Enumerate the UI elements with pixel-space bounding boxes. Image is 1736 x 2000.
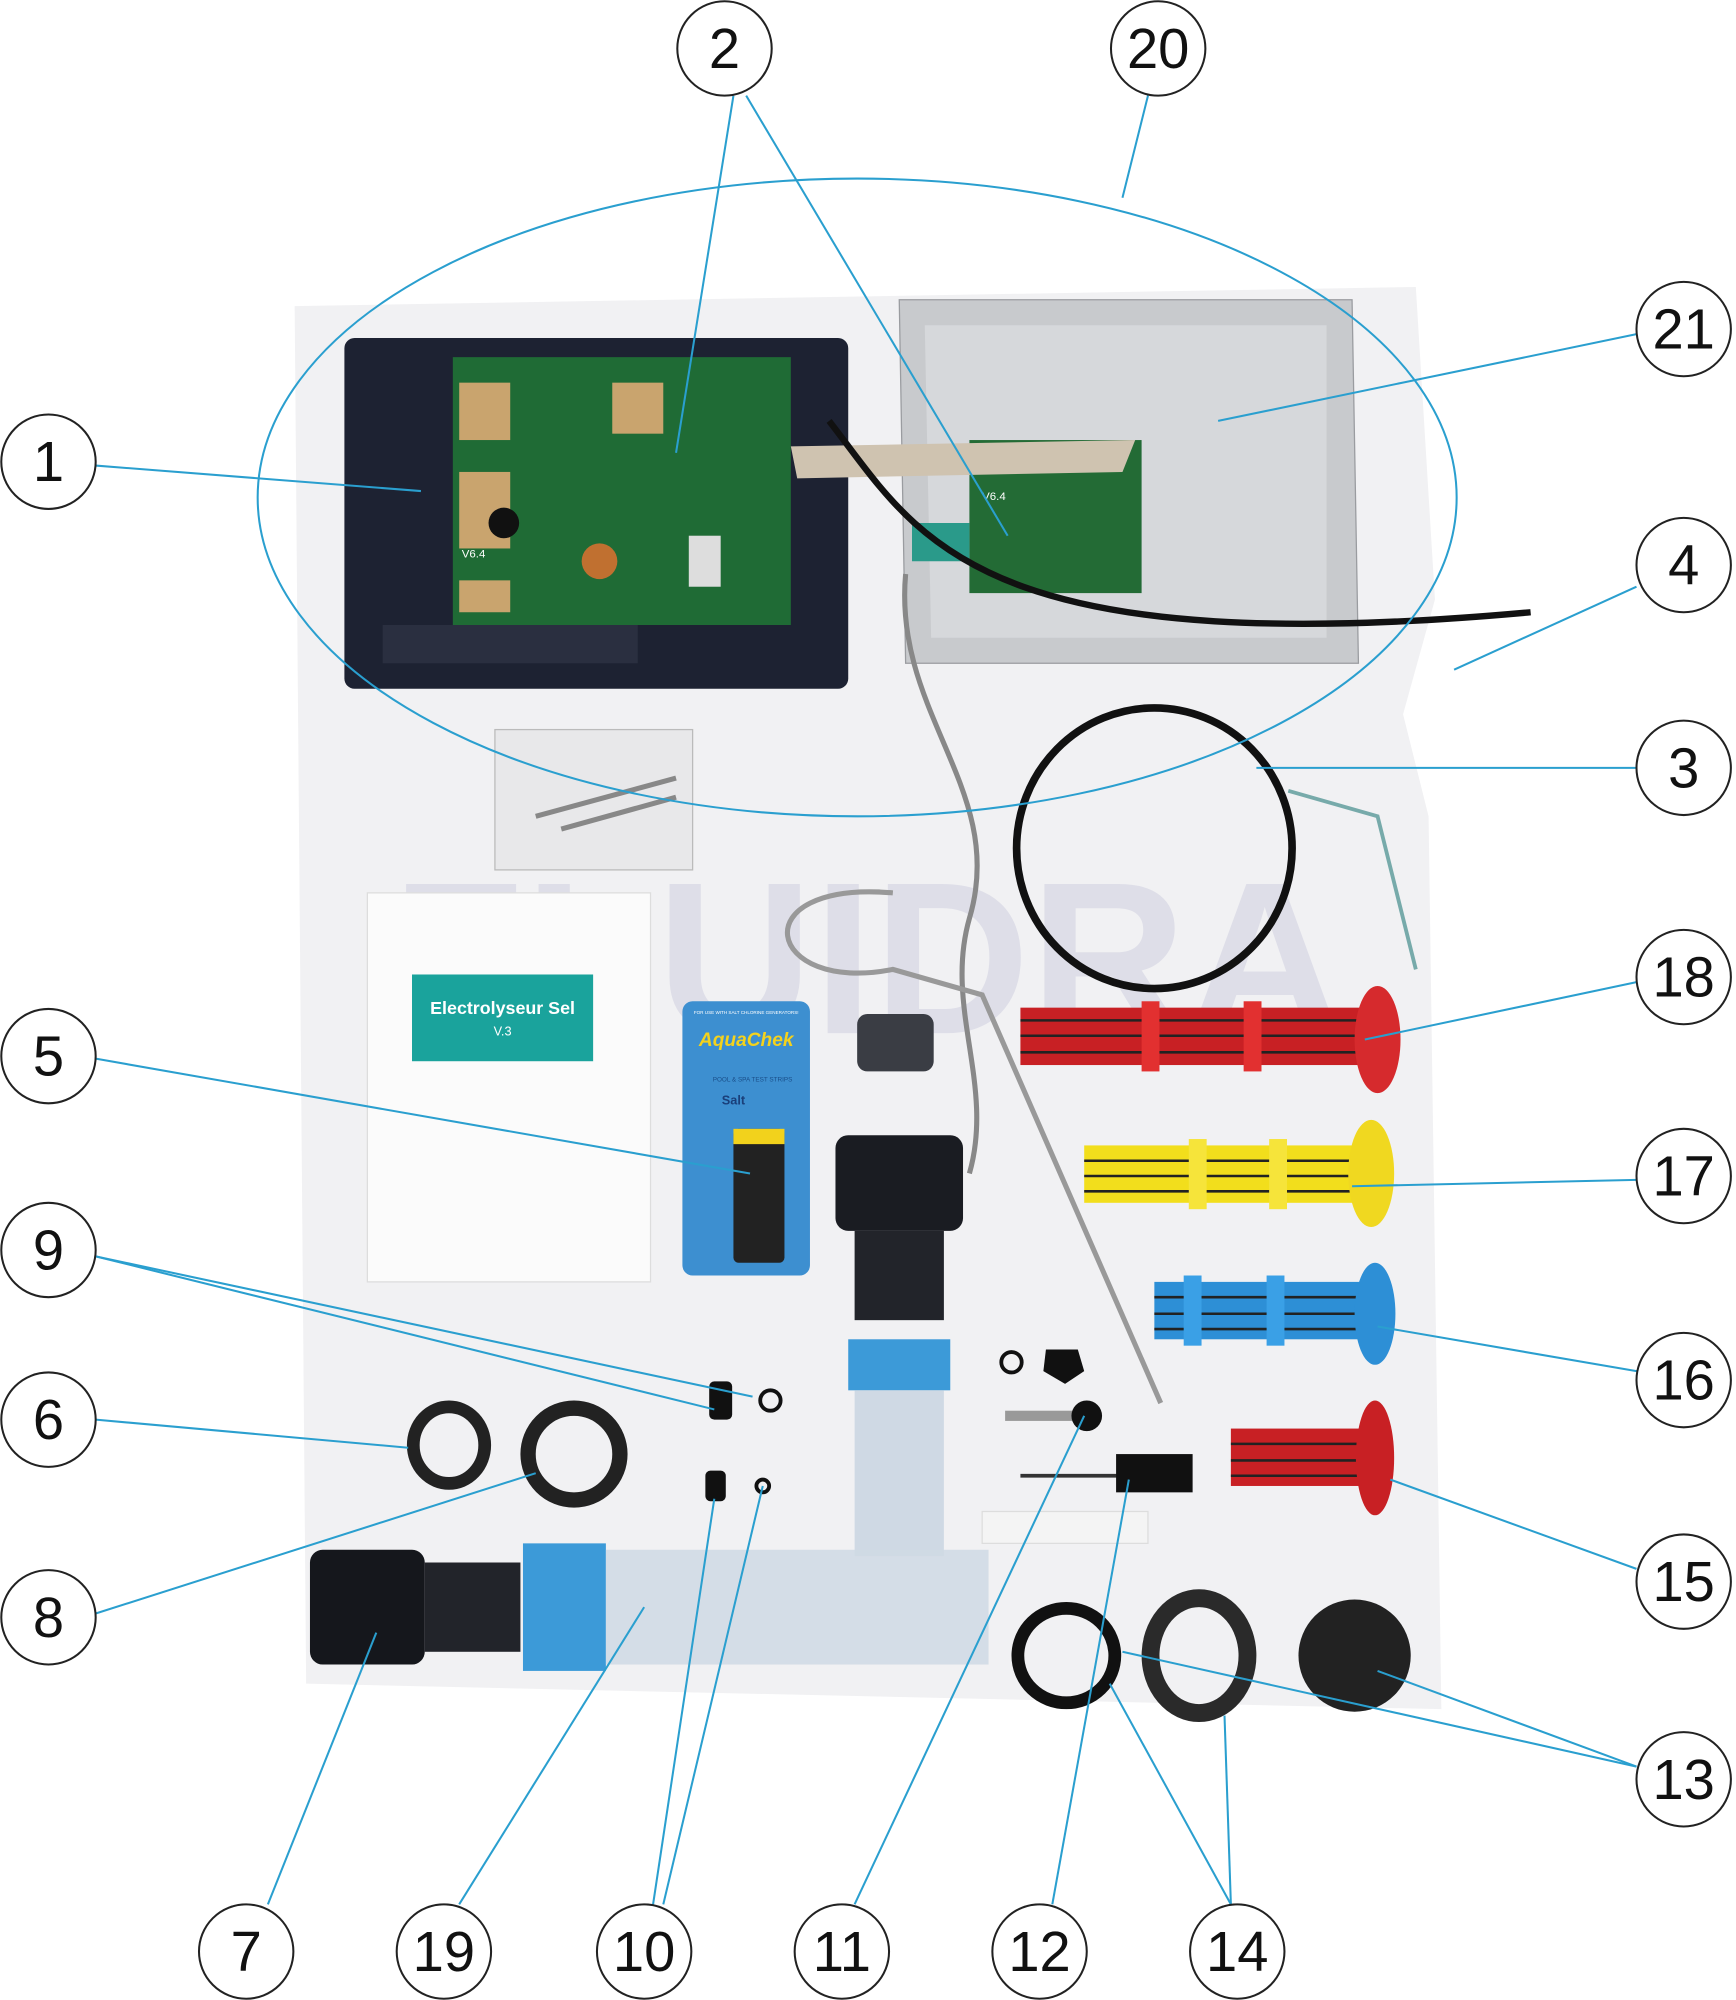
callout-15: 15 [1635,1533,1732,1630]
svg-text:12: 12 [1008,1920,1070,1983]
callout-5: 5 [0,1007,97,1105]
union-fitting-left [309,1549,521,1665]
rings [406,1350,1257,1722]
callout-19: 19 [395,1903,493,2000]
svg-text:11: 11 [813,1920,871,1983]
svg-text:13: 13 [1652,1748,1714,1811]
manual-version: V.3 [494,1024,512,1039]
callout-7: 7 [197,1903,295,2000]
test-strips-test: Salt [722,1093,746,1108]
svg-text:8: 8 [33,1586,64,1649]
callout-3: 3 [1635,719,1732,817]
callout-9: 9 [0,1201,97,1299]
test-strips-package: FOR USE WITH SALT CHLORINE GENERATORS! A… [682,1001,810,1276]
callout-18: 18 [1635,928,1732,1026]
enclosure-box: V6.4 [790,299,1360,664]
svg-text:1: 1 [33,430,64,493]
svg-text:16: 16 [1652,1349,1714,1412]
control-box: V6.4 [344,338,849,689]
svg-text:18: 18 [1652,946,1714,1009]
union-fitting-top [835,1014,964,1321]
test-strips-banner: FOR USE WITH SALT CHLORINE GENERATORS! [694,1010,799,1015]
manual-title: Electrolyseur Sel [430,998,575,1018]
svg-text:2: 2 [709,17,740,80]
callout-17: 17 [1635,1127,1732,1225]
callout-2: 2 [676,0,773,97]
callout-20: 20 [1109,0,1207,97]
cell-17-yellow [1084,1119,1395,1228]
main-board-label: V6.4 [462,548,486,560]
cell-housing [522,1339,989,1671]
callout-1: 1 [0,413,97,510]
svg-text:21: 21 [1652,298,1714,361]
callout-13: 13 [1635,1731,1732,1828]
svg-text:5: 5 [33,1025,64,1088]
callout-8: 8 [0,1569,97,1666]
callout-21: 21 [1635,280,1732,378]
test-strips-subtitle: POOL & SPA TEST STRIPS [713,1077,793,1084]
callout-11: 11 [793,1903,891,2000]
assembly-outline-20 [256,177,1458,818]
svg-text:6: 6 [33,1388,64,1451]
callout-10: 10 [595,1903,693,2000]
svg-text:17: 17 [1652,1145,1714,1208]
svg-text:4: 4 [1668,534,1699,597]
test-strips-brand: AquaChek [698,1030,795,1051]
svg-text:19: 19 [413,1920,475,1983]
callout-4: 4 [1635,516,1732,614]
screws-bag [494,728,694,871]
svg-text:14: 14 [1206,1920,1268,1983]
callout-14: 14 [1189,1903,1286,2000]
cell-16-blue [1154,1262,1396,1365]
leader-lines [95,95,1637,1905]
svg-text:15: 15 [1652,1550,1714,1613]
callout-6: 6 [0,1371,97,1468]
manual: Electrolyseur Sel V.3 [366,892,652,1283]
small-parts [705,1349,1411,1712]
callout-12: 12 [991,1903,1088,2000]
svg-text:10: 10 [613,1920,675,1983]
cables [784,418,1531,1405]
cell-18-red [1020,985,1401,1094]
display-board-label: V6.4 [982,491,1006,503]
svg-text:7: 7 [231,1920,262,1983]
cell-15-red [1230,1400,1395,1516]
svg-text:3: 3 [1668,736,1699,799]
callout-16: 16 [1635,1331,1732,1429]
svg-text:20: 20 [1127,17,1189,80]
svg-text:9: 9 [33,1219,64,1282]
